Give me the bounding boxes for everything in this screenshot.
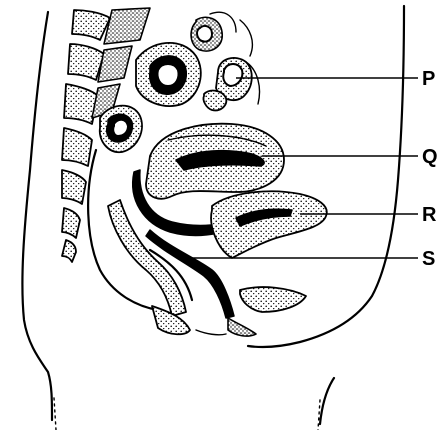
uterus <box>146 124 284 199</box>
urinary-bladder <box>211 191 327 258</box>
label-p: P <box>422 68 435 90</box>
label-s: S <box>422 248 435 270</box>
label-q: Q <box>422 146 438 168</box>
cut-line-right <box>318 400 320 430</box>
label-r: R <box>422 204 437 226</box>
cut-line-left <box>54 398 56 430</box>
back-outline <box>22 12 52 420</box>
thigh-outline <box>320 378 334 424</box>
